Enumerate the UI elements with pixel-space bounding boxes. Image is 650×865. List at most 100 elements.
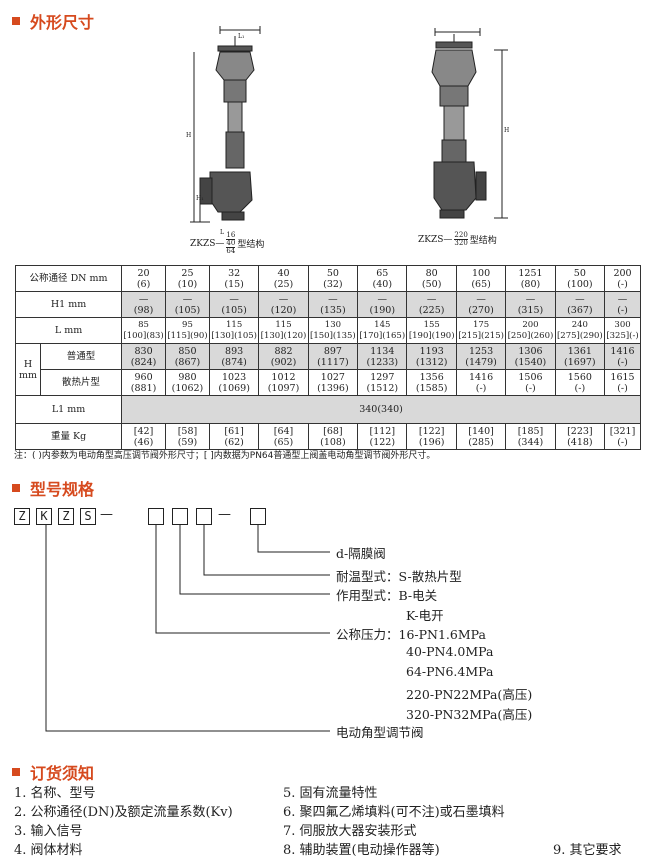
cell-h-normal: 1193 (1312) bbox=[406, 343, 457, 370]
model-label-pressure: 公称压力：16-PN1.6MPa bbox=[336, 627, 486, 642]
cell-l: 300 [325](-) bbox=[604, 317, 641, 344]
cell-h-fin: 1416 (-) bbox=[455, 369, 507, 396]
cell-weight: [42] (46) bbox=[121, 423, 167, 450]
model-letter-box: Z bbox=[58, 508, 74, 525]
model-label-p320: 320-PN32MPa(高压) bbox=[406, 707, 533, 722]
dim-label-l: L bbox=[220, 229, 224, 236]
model-label-p220: 220-PN22MPa(高压) bbox=[406, 687, 533, 702]
cell-weight: [321] (-) bbox=[604, 423, 641, 450]
right-valve-drawing: H bbox=[431, 28, 509, 219]
order-item: 9. 其它要求 bbox=[553, 843, 622, 858]
cell-l: 115 [130](105) bbox=[208, 317, 260, 344]
cell-l: 130 [150](135) bbox=[307, 317, 359, 344]
row-label-l1: L1 mm bbox=[14, 395, 123, 424]
cell-h-fin: 1615 (-) bbox=[604, 369, 641, 396]
cell-weight: [58] (59) bbox=[165, 423, 210, 450]
row-label-h: H mm bbox=[15, 343, 41, 396]
model-label-temp: 耐温型式：S-散热片型 bbox=[336, 569, 462, 584]
order-item: 3. 输入信号 bbox=[14, 824, 83, 839]
model-option-box bbox=[172, 508, 188, 525]
cell-weight: [68] (108) bbox=[307, 423, 359, 450]
cell-h-fin: 1560 (-) bbox=[554, 369, 606, 396]
model-dash: — bbox=[100, 507, 113, 522]
header-dn-label: 公称通径 DN mm bbox=[14, 265, 123, 292]
cell-h-fin: 960 (881) bbox=[121, 369, 167, 396]
row-label-weight: 重量 Kg bbox=[14, 423, 123, 450]
cell-l: 200 [250](260) bbox=[505, 317, 556, 344]
model-label-p40: 40-PN4.0MPa bbox=[406, 644, 494, 659]
section-bullet bbox=[12, 484, 20, 492]
cell-h-normal: 1134 (1233) bbox=[357, 343, 408, 370]
order-item: 8. 辅助装置(电动操作器等) bbox=[283, 843, 440, 858]
dim-label-h-right: H bbox=[504, 127, 509, 134]
cell-h-normal: 1416 (-) bbox=[604, 343, 641, 370]
section-bullet bbox=[12, 768, 20, 776]
cell-l: 175 [215](215) bbox=[455, 317, 507, 344]
section-header-model: 型号规格 bbox=[12, 476, 94, 500]
order-item: 6. 聚四氟乙烯填料(可不注)或石墨填料 bbox=[283, 805, 505, 820]
cell-h1: — (-) bbox=[604, 291, 641, 318]
row-label-h-normal: 普通型 bbox=[39, 343, 123, 370]
cell-h1: — (105) bbox=[208, 291, 260, 318]
cell-h-fin: 1027 (1396) bbox=[307, 369, 359, 396]
section-title: 型号规格 bbox=[30, 480, 95, 499]
cell-dn: 50 (32) bbox=[307, 265, 359, 292]
cell-dn: 100 (65) bbox=[455, 265, 507, 292]
dimensions-table: 公称通径 DN mm 20 (6) 25 (10) 32 (15) 40 (25… bbox=[14, 265, 641, 450]
model-letter-box: K bbox=[36, 508, 52, 525]
cell-h-normal: 1361 (1697) bbox=[554, 343, 606, 370]
table-note: 注：( )内参数为电动角型高压调节阀外形尺寸；[ ]内数据为PN64普通型上阀盖… bbox=[14, 451, 436, 461]
section-header-dimensions: 外形尺寸 bbox=[12, 9, 94, 33]
cell-weight: [223] (418) bbox=[554, 423, 606, 450]
dim-label-h1: H₁ bbox=[196, 195, 204, 202]
cell-h1: — (367) bbox=[554, 291, 606, 318]
cell-h-fin: 1297 (1512) bbox=[357, 369, 408, 396]
model-label-d: d-隔膜阀 bbox=[336, 546, 386, 561]
model-option-box bbox=[250, 508, 266, 525]
cell-weight: [185] (344) bbox=[505, 423, 556, 450]
section-bullet bbox=[12, 17, 20, 25]
right-caption-fraction: 220 320 bbox=[454, 231, 468, 247]
model-label-action2: K-电开 bbox=[406, 608, 444, 623]
section-title: 订货须知 bbox=[30, 764, 95, 783]
cell-h-normal: 1306 (1540) bbox=[505, 343, 556, 370]
cell-l: 85 [100](83) bbox=[121, 317, 167, 344]
order-item: 7. 伺服放大器安装形式 bbox=[283, 824, 417, 839]
order-item: 2. 公称通径(DN)及额定流量系数(Kv) bbox=[14, 805, 233, 820]
model-dash: — bbox=[218, 507, 231, 522]
left-drawing-caption: ZKZS— 16 40 64 型结构 bbox=[190, 231, 265, 255]
table-row-dn: 公称通径 DN mm 20 (6) 25 (10) 32 (15) 40 (25… bbox=[14, 265, 641, 292]
cell-h-normal: 830 (824) bbox=[121, 343, 167, 370]
cell-dn: 20 (6) bbox=[121, 265, 167, 292]
cell-h1: — (190) bbox=[357, 291, 408, 318]
cell-h1: — (315) bbox=[505, 291, 556, 318]
model-label-name: 电动角型调节阀 bbox=[336, 725, 424, 740]
row-label-h-fin: 散热片型 bbox=[39, 369, 123, 396]
model-option-box bbox=[196, 508, 212, 525]
order-item: 1. 名称、型号 bbox=[14, 786, 96, 801]
cell-h1: — (98) bbox=[121, 291, 167, 318]
model-option-box bbox=[148, 508, 164, 525]
model-label-p64: 64-PN6.4MPa bbox=[406, 664, 494, 679]
order-item: 5. 固有流量特性 bbox=[283, 786, 378, 801]
cell-h1: — (120) bbox=[258, 291, 309, 318]
model-letter-box: S bbox=[80, 508, 96, 525]
table-row-weight: 重量 Kg [42] (46) [58] (59) [61] (62) [64]… bbox=[14, 423, 641, 450]
cell-dn: 80 (50) bbox=[406, 265, 457, 292]
right-drawing-caption: ZKZS— 220 320 型结构 bbox=[418, 231, 497, 247]
row-label-h1: H1 mm bbox=[14, 291, 123, 318]
cell-h-normal: 893 (874) bbox=[208, 343, 260, 370]
table-row-h-normal: H mm 普通型 830 (824) 850 (867) 893 (874) 8… bbox=[15, 343, 641, 396]
cell-weight: [112] (122) bbox=[357, 423, 408, 450]
cell-dn: 40 (25) bbox=[258, 265, 309, 292]
cell-dn: 1251 (80) bbox=[505, 265, 556, 292]
model-letter-box: Z bbox=[14, 508, 30, 525]
cell-h-fin: 1356 (1585) bbox=[406, 369, 457, 396]
left-caption-fraction: 16 40 64 bbox=[226, 231, 236, 255]
dim-label-l1: L₁ bbox=[238, 33, 244, 40]
dim-label-h: H bbox=[186, 132, 191, 139]
cell-l: 155 [190](190) bbox=[406, 317, 457, 344]
section-title: 外形尺寸 bbox=[30, 13, 95, 32]
cell-weight: [140] (285) bbox=[455, 423, 507, 450]
